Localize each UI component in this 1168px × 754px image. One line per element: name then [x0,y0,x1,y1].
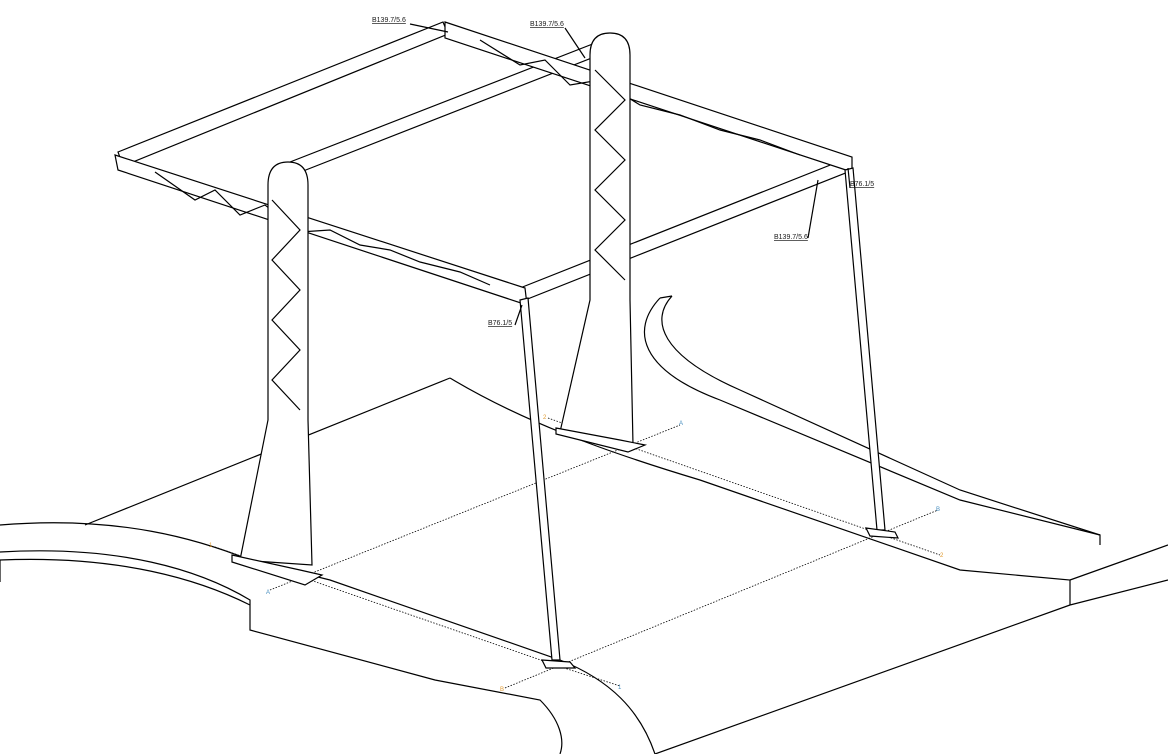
grid-label: 2 [543,415,547,421]
top-tubes [117,21,854,301]
label-leg-front: B76.1/5 [488,320,512,327]
ground-slab [0,295,1168,754]
label-top-tube-front: B139.7/5.6 [774,234,808,241]
cantilever-arms [114,21,853,306]
columns [231,32,648,586]
grid-label: B [936,507,940,513]
legs [519,167,900,669]
leader-lines [409,23,851,326]
grid-label: A [679,421,683,427]
grid-label: 1 [618,685,622,691]
grid-label: 2 [940,553,944,559]
grid-label: B [500,687,504,693]
grid-label: A [266,590,270,596]
label-leg-right: B76.1/5 [850,181,874,188]
label-top-tube-middle: B139.7/5.6 [530,21,564,28]
grid-lines [214,417,941,689]
label-top-tube-rear: B139.7/5.6 [372,17,406,24]
grid-label: 1 [209,543,213,549]
